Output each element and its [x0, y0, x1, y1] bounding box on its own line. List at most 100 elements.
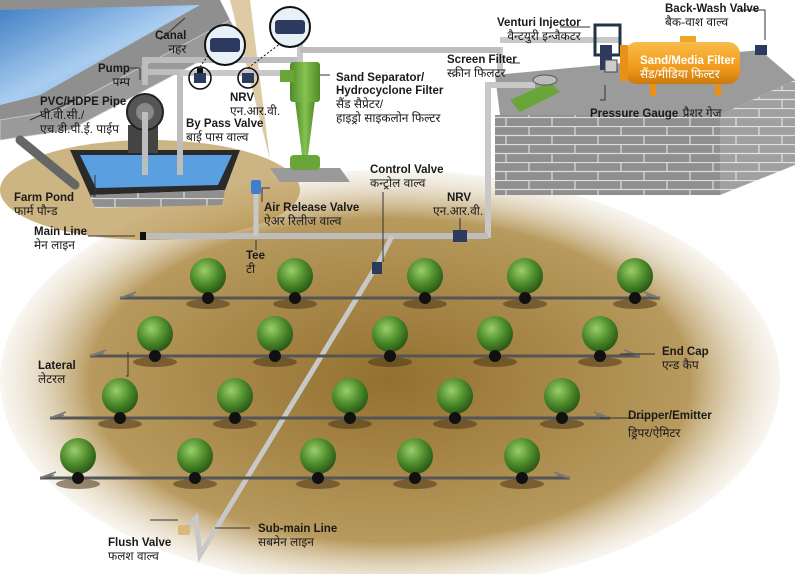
hydrocyclone-filter — [270, 62, 350, 182]
label-lateral: Lateral लेटरल — [38, 360, 76, 387]
label-control-valve: Control Valve कन्ट्रोल वाल्व — [370, 164, 444, 191]
valve-callouts — [199, 6, 311, 69]
label-canal: Canal नहर — [155, 30, 186, 57]
label-air-release-hi: ऐअर रिलीज वाल्व — [264, 214, 342, 229]
label-main-line-en: Main Line — [34, 226, 88, 238]
label-main-line: Main Line मेन लाइन — [34, 226, 87, 253]
end-cap — [89, 349, 107, 357]
label-tee-hi: टी — [246, 262, 256, 277]
dripper-emitter — [189, 472, 201, 484]
label-flush-valve-en: Flush Valve — [108, 537, 172, 549]
sub-main-line — [183, 234, 395, 563]
control-valve — [372, 262, 382, 274]
end-cap — [553, 471, 571, 479]
label-sand-separator: Sand Separator/ Hydrocyclone Filter सैंड… — [336, 72, 443, 126]
dripper-emitter — [409, 472, 421, 484]
pvc-hdpe-pipe — [15, 135, 80, 190]
tree — [60, 438, 96, 474]
label-nrv-top-hi: एन.आर.वी. — [230, 104, 281, 119]
label-screen-filter: Screen Filter स्क्रीन फिलटर — [447, 54, 517, 81]
label-sand-media-hi: सैंड/मीडिया फिल्टर — [640, 67, 720, 82]
field-laterals — [39, 258, 661, 489]
farm-pond — [70, 150, 240, 208]
tree — [102, 378, 138, 414]
nrv-valve-mid — [453, 230, 467, 242]
label-nrv-mid-hi: एन.आर.वी. — [433, 204, 484, 219]
label-sand-separator-hi2: हाइड्रो साइकलोन फिल्टर — [336, 111, 441, 126]
tree — [190, 258, 226, 294]
label-screen-filter-en: Screen Filter — [447, 54, 517, 66]
dripper-emitter — [519, 292, 531, 304]
label-sand-separator-hi: सैंड सैप्रेटर/ — [336, 97, 384, 112]
dripper-emitter — [114, 412, 126, 424]
label-farm-pond: Farm Pond फार्म पौन्ड — [14, 192, 74, 219]
dripper-emitter — [594, 350, 606, 362]
label-venturi: Venturi Injector वैन्टयुरी इन्जैकटर — [497, 17, 581, 44]
dripper-emitter — [489, 350, 501, 362]
label-screen-filter-hi: स्क्रीन फिलटर — [447, 66, 506, 81]
air-release-valve — [251, 180, 261, 236]
end-cap — [119, 291, 137, 299]
label-flush-valve: Flush Valve फलश वाल्व — [108, 537, 171, 564]
dripper-emitter — [229, 412, 241, 424]
label-lateral-hi: लेटरल — [38, 372, 66, 387]
tree — [177, 438, 213, 474]
label-pump-en: Pump — [98, 63, 130, 75]
label-canal-hi: नहर — [168, 42, 187, 57]
end-cap — [643, 291, 661, 299]
label-nrv-mid-en: NRV — [447, 192, 472, 204]
dripper-emitter — [312, 472, 324, 484]
flush-valve — [178, 525, 190, 535]
label-farm-pond-hi: फार्म पौन्ड — [14, 204, 58, 219]
label-dripper: Dripper/Emitter ड्रिपर/ऐमिटर — [628, 410, 712, 441]
dripper-emitter — [344, 412, 356, 424]
by-pass-valve — [188, 66, 212, 90]
label-sub-main-en: Sub-main Line — [258, 523, 338, 535]
label-pump: Pump पम्प — [98, 63, 130, 90]
leader-lines — [29, 9, 766, 529]
tree — [332, 378, 368, 414]
tree — [507, 258, 543, 294]
tree — [137, 316, 173, 352]
label-flush-valve-hi: फलश वाल्व — [108, 549, 159, 564]
label-lateral-en: Lateral — [38, 360, 76, 372]
venturi-injector — [593, 23, 622, 73]
label-air-release-en: Air Release Valve — [264, 202, 360, 214]
label-back-wash-en: Back-Wash Valve — [665, 3, 760, 15]
dripper-emitter — [269, 350, 281, 362]
label-end-cap: End Cap एन्ड कैप — [662, 346, 709, 373]
pump-pipes — [142, 57, 300, 175]
tree — [372, 316, 408, 352]
screen-filter — [510, 74, 560, 112]
label-sand-media-en: Sand/Media Filter — [640, 55, 736, 67]
label-dripper-hi: ड्रिपर/ऐमिटर — [628, 426, 681, 441]
dripper-emitter — [516, 472, 528, 484]
label-pvc-pipe-hi: पी.वी.सी./ — [40, 108, 85, 123]
label-tee: Tee टी — [246, 250, 265, 277]
label-farm-pond-en: Farm Pond — [14, 192, 75, 204]
dripper-emitter — [72, 472, 84, 484]
label-nrv-top-en: NRV — [230, 92, 255, 104]
tree — [300, 438, 336, 474]
label-pvc-pipe-en: PVC/HDPE Pipe — [40, 96, 127, 108]
label-sand-media: Sand/Media Filter सैंड/मीडिया फिल्टर — [640, 55, 735, 82]
label-pvc-pipe: PVC/HDPE Pipe पी.वी.सी./ एच.डी.पी.ई. पाई… — [40, 96, 126, 137]
label-pressure-gauge-hi: प्रैशर गेज — [682, 106, 722, 120]
label-by-pass-valve-en: By Pass Valve — [186, 118, 264, 130]
label-by-pass-valve: By Pass Valve बाई पास वाल्व — [186, 118, 263, 145]
label-main-line-hi: मेन लाइन — [34, 238, 75, 253]
dripper-emitter — [149, 350, 161, 362]
tree — [504, 438, 540, 474]
label-pump-hi: पम्प — [112, 75, 130, 90]
label-dripper-en: Dripper/Emitter — [628, 410, 712, 422]
dripper-emitter — [629, 292, 641, 304]
canal — [0, 0, 270, 160]
label-sand-separator-en: Sand Separator/ — [336, 72, 425, 84]
label-end-cap-en: End Cap — [662, 346, 709, 358]
dripper-emitter — [202, 292, 214, 304]
dripper-emitter — [384, 350, 396, 362]
tree — [582, 316, 618, 352]
label-end-cap-hi: एन्ड कैप — [662, 358, 699, 373]
label-pvc-pipe-hi2: एच.डी.पी.ई. पाईप — [40, 122, 119, 137]
label-pressure-gauge-en: Pressure Gauge — [590, 108, 679, 120]
